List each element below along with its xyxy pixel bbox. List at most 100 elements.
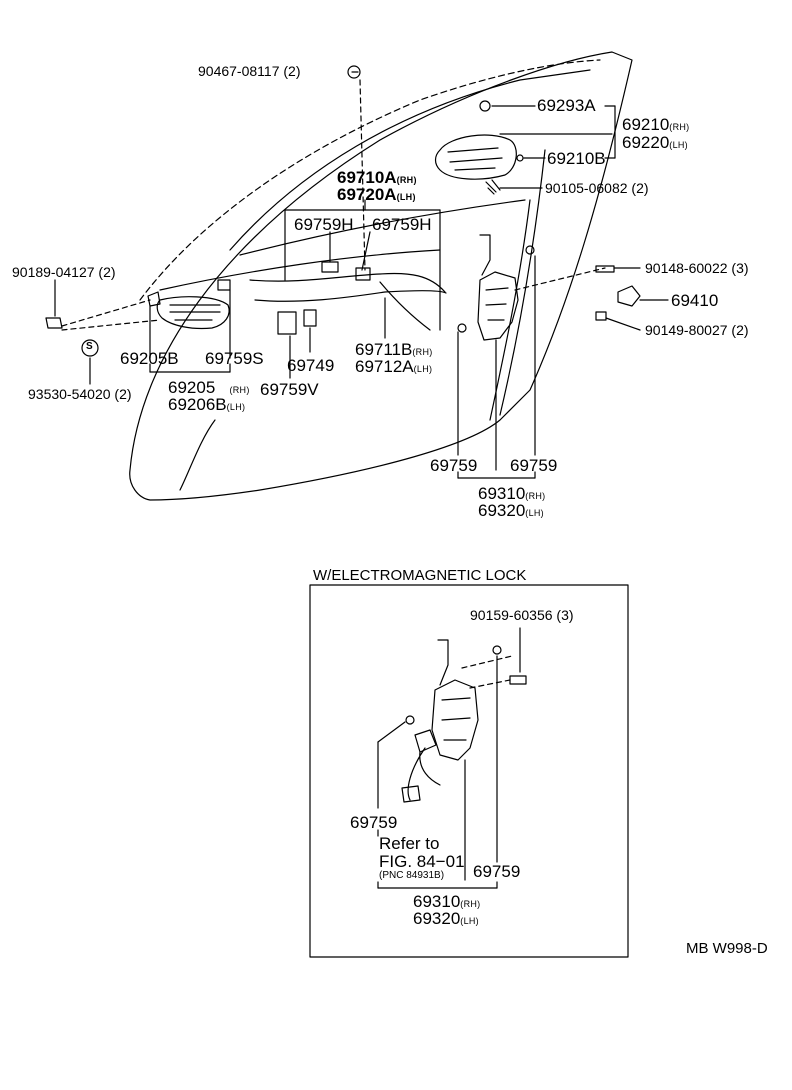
door-outline [129, 51, 633, 501]
inset-wire [407, 747, 441, 801]
inset-connector [401, 785, 421, 803]
part-number: 69205 [168, 378, 216, 397]
lock-clip-right-icon [525, 245, 535, 255]
door-belt-line [159, 249, 441, 291]
label-69759-right: 69759 [510, 456, 558, 475]
clip-90189-icon [45, 317, 63, 329]
quantity: (3) [731, 260, 749, 276]
label-69210B: 69210B [547, 149, 606, 168]
side-tag: (RH) [412, 347, 433, 357]
side-tag: (LH) [226, 402, 246, 412]
part-number: 69720A [337, 185, 397, 204]
outside-handle [434, 134, 517, 180]
label-69293A: 69293A [537, 96, 596, 115]
inset-screw-90159-icon [509, 675, 527, 685]
side-tag: (RH) [460, 899, 481, 909]
inset-solenoid [414, 729, 437, 753]
screw-90149-icon [595, 311, 607, 321]
rod-clip-69759H-2 [355, 267, 371, 281]
part-69759V-icon [303, 309, 317, 327]
inside-handle-detail [169, 304, 221, 321]
door-lock-assembly [477, 271, 519, 341]
label-93530: 93530-54020 (2) [28, 386, 132, 402]
inset-screw-top-icon [492, 645, 502, 655]
label-69205B: 69205B [120, 349, 179, 368]
inset-dash-1 [461, 655, 513, 669]
inset-refer-line3: (PNC 84931B) [379, 870, 445, 881]
label-69310: 69310(RH) [478, 484, 545, 504]
label-69749: 69749 [287, 356, 335, 375]
side-tag: (RH) [669, 122, 690, 132]
dash-90189-2 [61, 319, 161, 331]
rod-69711B [254, 290, 447, 302]
cable-69712A [379, 281, 431, 331]
side-tag: (LH) [396, 192, 416, 202]
inset-clip-icon [405, 715, 415, 725]
striker-69410-icon [617, 285, 641, 307]
part-number: 93530-54020 [28, 386, 111, 402]
label-69210: 69210(RH) [622, 115, 689, 135]
part-number: 69712A [355, 357, 414, 376]
part-number: 69220 [622, 133, 670, 152]
inset-door-lock [431, 679, 479, 761]
label-90148: 90148-60022 (3) [645, 260, 749, 276]
clip-69759S-icon [217, 279, 231, 291]
label-69410: 69410 [671, 291, 719, 310]
screw-93530-icon [81, 339, 99, 357]
label-90105: 90105-06082 (2) [545, 180, 649, 196]
label-69220: 69220(LH) [622, 133, 688, 153]
screw-90105-icon [485, 179, 501, 195]
inset-lock-rod [437, 639, 449, 686]
quantity: (2) [114, 386, 132, 402]
label-69759H-a: 69759H [294, 215, 354, 234]
part-69749-icon [277, 311, 297, 335]
door-inner-outline [139, 59, 601, 301]
part-number: 69320 [413, 909, 461, 928]
clip-69293A-icon [479, 100, 491, 112]
inset-refer-line1: Refer to [379, 834, 440, 853]
quantity: (2) [98, 264, 116, 280]
inset-label-90159: 90159-60356 (3) [470, 607, 574, 623]
rod-clip-69759H [321, 261, 339, 273]
label-90189: 90189-04127 (2) [12, 264, 116, 280]
part-number: 69310 [478, 484, 526, 503]
leader-90149 [605, 317, 641, 331]
bezel-69205B-icon [147, 291, 161, 307]
side-tag: (LH) [460, 916, 479, 926]
label-69205: 69205 (RH) [168, 378, 250, 398]
part-number: 69206B [168, 395, 227, 414]
quantity: (2) [731, 322, 749, 338]
label-69720A: 69720A(LH) [337, 185, 416, 205]
label-69759H-b: 69759H [372, 215, 432, 234]
inset-leader-69759-left [377, 721, 406, 743]
nut-90467-icon [347, 65, 361, 79]
inset-label-69759-left: 69759 [350, 813, 398, 832]
leader-69759H-b [361, 231, 371, 271]
door-lock-detail [485, 287, 509, 321]
diagram-code: MB W998-D [686, 940, 768, 957]
label-69712A: 69712A(LH) [355, 357, 432, 377]
inset-box [309, 584, 629, 958]
side-tag: (RH) [396, 175, 417, 185]
part-number: 90159-60356 [470, 607, 553, 623]
side-tag: (LH) [669, 140, 688, 150]
screw-90148-icon [595, 265, 615, 273]
inset-label-69320: 69320(LH) [413, 909, 479, 929]
quantity: (3) [556, 607, 574, 623]
part-number: 69210 [622, 115, 670, 134]
door-rear-edge2 [499, 149, 546, 416]
part-number: 90149-80027 [645, 322, 728, 338]
inset-label-69759-right: 69759 [473, 862, 521, 881]
part-number: 90467-08117 [198, 63, 280, 79]
leader-90467-dash [359, 79, 366, 271]
label-69759S: 69759S [205, 349, 264, 368]
inset-dash-2 [469, 679, 511, 689]
dash-90189 [61, 299, 151, 327]
outside-handle-detail [447, 147, 503, 171]
inset-title: W/ELECTROMAGNETIC LOCK [313, 567, 527, 584]
label-69759V: 69759V [260, 380, 319, 399]
label-90467: 90467-08117 (2) [198, 63, 301, 79]
label-69711B: 69711B(RH) [355, 340, 433, 360]
side-tag: (LH) [413, 364, 433, 374]
